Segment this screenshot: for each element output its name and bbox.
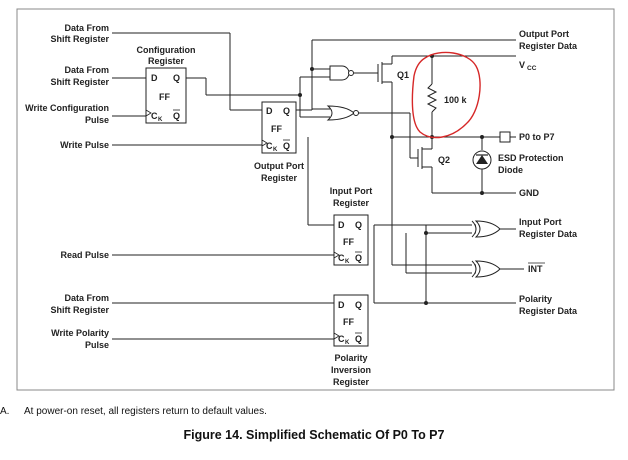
polarity-register-title-2: Inversion bbox=[331, 365, 371, 375]
polarity-data-label-1: Data From bbox=[64, 293, 109, 303]
output-port-register-title-1: Output Port bbox=[254, 161, 304, 171]
gnd-label: GND bbox=[519, 188, 540, 198]
figure-caption: Figure 14. Simplified Schematic Of P0 To… bbox=[183, 428, 445, 442]
esd-label-1: ESD Protection bbox=[498, 153, 564, 163]
footnote-mark: A. bbox=[0, 406, 10, 417]
ff1-d: D bbox=[151, 73, 158, 83]
ff4-q: Q bbox=[355, 300, 362, 310]
input-port-data-label-1: Input Port bbox=[519, 217, 562, 227]
footnote-text: At power-on reset, all registers return … bbox=[24, 406, 267, 417]
read-pulse-label: Read Pulse bbox=[60, 250, 109, 260]
input-port-register-ff bbox=[333, 214, 369, 266]
write-polarity-label-2: Pulse bbox=[85, 340, 109, 350]
ff2-ck-sub: K bbox=[273, 147, 278, 153]
annotation-highlight bbox=[411, 51, 481, 139]
ff1-ck-sub: K bbox=[158, 117, 163, 123]
output-data-label-2: Shift Register bbox=[50, 77, 109, 87]
configuration-register-title-1: Configuration bbox=[137, 45, 196, 55]
vcc-label: V bbox=[519, 60, 525, 70]
ff4-qbar: Q bbox=[355, 334, 362, 344]
polarity-register-title-1: Polarity bbox=[334, 353, 367, 363]
ff2-ff: FF bbox=[271, 124, 282, 134]
configuration-register-ff bbox=[145, 67, 187, 124]
ff4-ck: C bbox=[338, 334, 345, 344]
ff3-ck-sub: K bbox=[345, 259, 350, 265]
q1-label: Q1 bbox=[397, 70, 409, 80]
input-port-register-title-1: Input Port bbox=[330, 186, 373, 196]
ff1-q: Q bbox=[173, 73, 180, 83]
ff3-qbar: Q bbox=[355, 253, 362, 263]
ff2-q: Q bbox=[283, 106, 290, 116]
vcc-sub-label: CC bbox=[527, 65, 537, 72]
pin-label: P0 to P7 bbox=[519, 132, 555, 142]
output-port-data-label-1: Output Port bbox=[519, 29, 569, 39]
resistor-symbol bbox=[426, 83, 438, 113]
esd-diode-triangle bbox=[476, 155, 488, 164]
polarity-register-ff bbox=[333, 294, 369, 347]
resistor-label: 100 k bbox=[444, 95, 468, 105]
configuration-register-title-2: Register bbox=[148, 56, 185, 66]
polarity-data-out-label-1: Polarity bbox=[519, 294, 552, 304]
ff2-ck: C bbox=[266, 141, 273, 151]
input-port-data-label-2: Register Data bbox=[519, 229, 578, 239]
config-data-label-2: Shift Register bbox=[50, 34, 109, 44]
nor-gate bbox=[326, 105, 355, 121]
nand-gate bbox=[329, 65, 350, 81]
write-config-label-2: Pulse bbox=[85, 115, 109, 125]
nand-bubble bbox=[348, 70, 354, 76]
nor-bubble bbox=[353, 110, 359, 116]
write-pulse-label: Write Pulse bbox=[60, 140, 109, 150]
q2-label: Q2 bbox=[438, 155, 450, 165]
frame bbox=[16, 8, 615, 391]
int-label: INT bbox=[528, 264, 543, 274]
ff4-d: D bbox=[338, 300, 345, 310]
pin-pad bbox=[499, 131, 511, 143]
xor-gate-input bbox=[474, 220, 501, 238]
ff3-q: Q bbox=[355, 220, 362, 230]
polarity-register-title-3: Register bbox=[333, 377, 370, 387]
ff2-d: D bbox=[266, 106, 273, 116]
ff3-ff: FF bbox=[343, 237, 354, 247]
ff1-ck: C bbox=[151, 111, 158, 121]
ff3-d: D bbox=[338, 220, 345, 230]
esd-label-2: Diode bbox=[498, 165, 523, 175]
xor-gate-int-arc bbox=[471, 260, 477, 278]
ff4-ff: FF bbox=[343, 317, 354, 327]
output-port-register-title-2: Register bbox=[261, 173, 298, 183]
ff3-ck: C bbox=[338, 253, 345, 263]
output-data-label-1: Data From bbox=[64, 65, 109, 75]
schematic-diagram: Data From Shift Register Data From Shift… bbox=[16, 8, 615, 391]
polarity-data-out-label-2: Register Data bbox=[519, 306, 578, 316]
xor-gate-int bbox=[474, 260, 501, 278]
write-config-label-1: Write Configuration bbox=[25, 103, 109, 113]
output-port-register-ff bbox=[261, 101, 297, 154]
xor-gate-input-arc bbox=[471, 220, 477, 238]
input-port-register-title-2: Register bbox=[333, 198, 370, 208]
ff1-qbar: Q bbox=[173, 111, 180, 121]
polarity-data-label-2: Shift Register bbox=[50, 305, 109, 315]
config-data-label-1: Data From bbox=[64, 23, 109, 33]
write-polarity-label-1: Write Polarity bbox=[51, 328, 109, 338]
output-port-data-label-2: Register Data bbox=[519, 41, 578, 51]
ff4-ck-sub: K bbox=[345, 340, 350, 346]
ff2-qbar: Q bbox=[283, 141, 290, 151]
ff1-ff: FF bbox=[159, 92, 170, 102]
